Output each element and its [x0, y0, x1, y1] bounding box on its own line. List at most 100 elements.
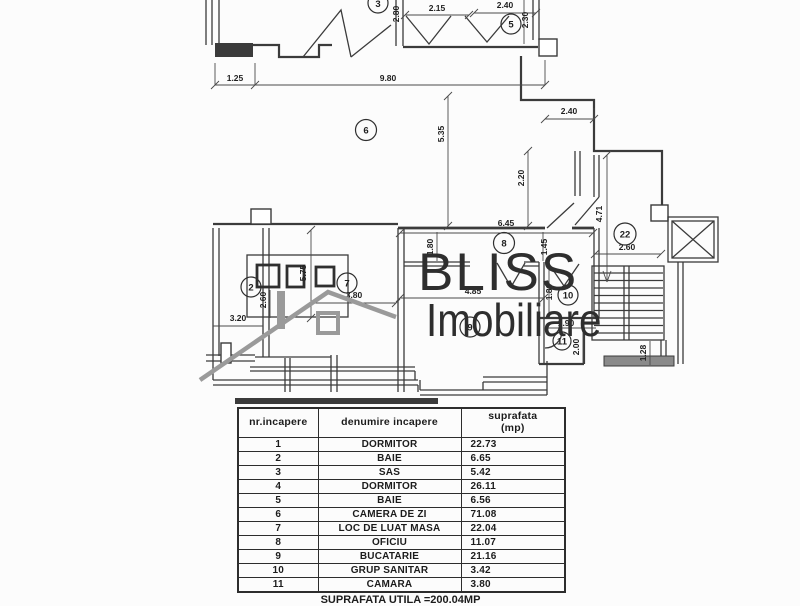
dim-label: 4.71	[594, 205, 604, 222]
svg-text:8: 8	[501, 239, 506, 250]
dim-label: 2.60	[619, 242, 636, 252]
fixture-square	[255, 263, 281, 289]
cell-name: DORMITOR	[317, 479, 462, 494]
room-badge-9: 9	[459, 316, 481, 338]
logo-house-icon	[198, 289, 397, 382]
door-swing-icon	[496, 262, 526, 289]
cell-nr: 6	[237, 507, 319, 522]
dim-label: 2.60	[258, 291, 268, 308]
dim-label: 1.80	[544, 283, 554, 300]
door-swing-icon	[302, 8, 392, 58]
dim-label: 2.15	[429, 3, 446, 13]
logo-subbrand-text: Imobiliare	[426, 294, 602, 346]
cell-area: 22.73	[460, 437, 566, 452]
wall-poche-block	[215, 43, 253, 57]
dim-label: 2.00	[571, 338, 581, 355]
room-badge-5: 5	[500, 13, 522, 35]
cell-area: 21.16	[460, 549, 566, 564]
cell-nr: 7	[237, 521, 319, 536]
cell-area: 5.42	[460, 465, 566, 480]
door-arc-icon	[544, 330, 563, 349]
cell-name: SAS	[317, 465, 462, 480]
dim-label: 3.80	[346, 290, 363, 300]
room-badge-6: 6	[354, 118, 378, 142]
dim-label: 2.20	[516, 169, 526, 186]
room-badge-8: 8	[492, 231, 516, 255]
dim-label: 2.40	[497, 0, 514, 10]
header-suprafata-line2: (mp)	[500, 422, 525, 434]
cell-nr: 11	[237, 577, 319, 593]
cell-name: DORMITOR	[317, 437, 462, 452]
header-nr-incapere: nr.incapere	[237, 407, 319, 438]
dim-label: 5.35	[436, 125, 446, 142]
cell-nr: 9	[237, 549, 319, 564]
door-swing-icon	[405, 15, 452, 46]
svg-text:6: 6	[363, 126, 368, 137]
cell-nr: 10	[237, 563, 319, 578]
structural-column	[650, 204, 669, 222]
cell-area: 3.80	[460, 577, 566, 593]
cell-name: OFICIU	[317, 535, 462, 550]
dim-label: 1.28	[638, 344, 648, 361]
dim-label: 6.45	[498, 218, 515, 228]
dim-label: 1.25	[227, 73, 244, 83]
door-swing-icon	[574, 196, 600, 226]
fixture-square	[314, 265, 336, 288]
cell-area: 11.07	[460, 535, 566, 550]
header-suprafata: suprafata (mp)	[460, 407, 566, 438]
cell-area: 26.11	[460, 479, 566, 494]
cell-name: BAIE	[317, 493, 462, 508]
svg-text:10: 10	[563, 291, 574, 302]
cell-nr: 5	[237, 493, 319, 508]
staircase	[591, 265, 665, 341]
svg-text:2: 2	[248, 283, 253, 294]
fixture-square	[285, 264, 306, 289]
cell-name: CAMARA	[317, 577, 462, 593]
dimension-labels: 1.25 9.80 5.35 2.40 2.20 6.45 1.80 1.45 …	[227, 0, 648, 361]
cell-name: GRUP SANITAR	[317, 563, 462, 578]
door-swing-icon	[464, 15, 510, 44]
bottom-wall-band	[235, 398, 438, 404]
elevator-shaft	[667, 216, 719, 263]
cell-area: 22.04	[460, 521, 566, 536]
logo-brand-text: BLISS	[418, 243, 579, 302]
elevator-x-icon	[671, 220, 715, 259]
cell-name: BUCATARIE	[317, 549, 462, 564]
room-badge-10: 10	[557, 284, 579, 306]
svg-text:7: 7	[344, 279, 349, 290]
cell-name: LOC DE LUAT MASA	[317, 521, 462, 536]
dim-label: 1.80	[425, 238, 435, 255]
room-badge-2: 2	[240, 276, 262, 298]
dim-label: 2.30	[520, 11, 530, 28]
svg-text:3: 3	[375, 0, 380, 10]
dim-label: 9.80	[380, 73, 397, 83]
cell-area: 71.08	[460, 507, 566, 522]
cell-nr: 8	[237, 535, 319, 550]
dim-label: 3.20	[230, 313, 247, 323]
dim-label: 4.85	[465, 286, 482, 296]
dimension-lines	[210, 0, 666, 365]
cell-area: 3.42	[460, 563, 566, 578]
dim-label: 5.75	[298, 264, 308, 281]
header-denumire: denumire incapere	[317, 407, 462, 438]
dim-label: 2.40	[561, 106, 578, 116]
room-badge-11: 11	[552, 331, 572, 351]
cell-area: 6.56	[460, 493, 566, 508]
exterior-wall-hatched	[603, 355, 675, 367]
room-badge-3: 3	[367, 0, 389, 14]
svg-text:11: 11	[557, 337, 568, 348]
header-suprafata-line1: suprafata	[488, 410, 538, 423]
walls	[205, 0, 684, 404]
cell-name: BAIE	[317, 451, 462, 466]
cell-nr: 2	[237, 451, 319, 466]
dim-label: 1.45	[539, 238, 549, 255]
